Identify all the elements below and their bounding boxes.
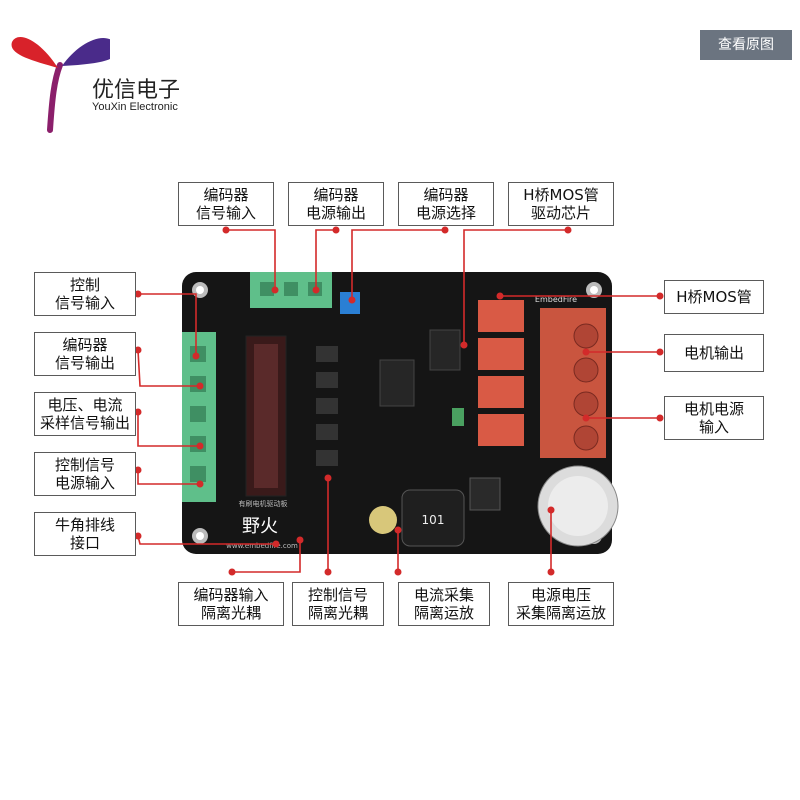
label-motor-power-input: 电机电源 输入 [664, 396, 764, 440]
view-original-button[interactable]: 查看原图 [700, 30, 792, 60]
label-control-signal-input: 控制 信号输入 [34, 272, 136, 316]
leaf-logo-icon [11, 37, 119, 133]
label-voltage-amp: 电源电压 采集隔离运放 [508, 582, 614, 626]
label-control-power-input: 控制信号 电源输入 [34, 452, 136, 496]
board-brand-print: 野火 [242, 516, 278, 537]
label-encoder-power-select: 编码器 电源选择 [398, 182, 494, 226]
callout-lines [134, 226, 664, 576]
label-motor-output: 电机输出 [664, 334, 764, 372]
label-encoder-opto: 编码器输入 隔离光耦 [178, 582, 284, 626]
mos-1 [478, 300, 524, 332]
power-select-jumper [340, 292, 360, 314]
label-encoder-signal-input: 编码器 信号输入 [178, 182, 274, 226]
inductor [401, 489, 465, 547]
label-hbridge-driver-chip: H桥MOS管 驱动芯片 [508, 182, 614, 226]
label-hbridge-mos: H桥MOS管 [664, 280, 764, 314]
board-tag: EmbedFire [535, 295, 577, 304]
brand-name-en: YouXin Electronic [92, 101, 178, 113]
brand-logo [10, 20, 200, 140]
label-current-amp: 电流采集 隔离运放 [398, 582, 490, 626]
brand-name-cn: 优信电子 [92, 78, 181, 103]
board-url: www.embedfire.com [226, 542, 298, 550]
label-encoder-power-output: 编码器 电源输出 [288, 182, 384, 226]
inductor-code: 101 [422, 513, 445, 527]
label-encoder-signal-output: 编码器 信号输出 [34, 332, 136, 376]
label-control-opto: 控制信号 隔离光耦 [292, 582, 384, 626]
label-vi-sample-output: 电压、电流 采样信号输出 [34, 392, 136, 436]
board-title: 有刷电机驱动板 [239, 499, 288, 508]
label-ox-horn-port: 牛角排线 接口 [34, 512, 136, 556]
